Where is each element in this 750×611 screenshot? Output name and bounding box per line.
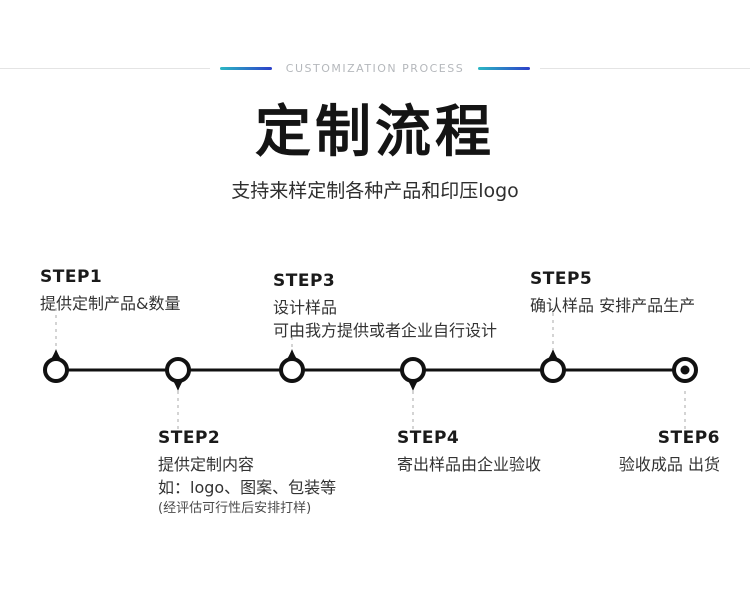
eyebrow-label: CUSTOMIZATION PROCESS xyxy=(285,62,465,75)
step-title: STEP2 xyxy=(158,428,221,448)
step-title: STEP5 xyxy=(530,269,593,289)
timeline-node-step6 xyxy=(672,357,698,383)
timeline-node-step2 xyxy=(165,357,191,391)
step-title: STEP4 xyxy=(397,428,460,448)
step-title: STEP1 xyxy=(40,267,103,287)
step-detail: 提供定制内容 xyxy=(158,455,255,474)
step-block-6: STEP6 验收成品 出货 xyxy=(619,429,720,476)
node-circle-icon xyxy=(43,357,69,383)
node-circle-icon xyxy=(400,357,426,383)
step-block-1: STEP1 提供定制产品&数量 xyxy=(40,268,180,315)
timeline-node-step3 xyxy=(279,349,305,383)
timeline-node-step1 xyxy=(43,349,69,383)
hairline-left xyxy=(0,68,211,69)
process-timeline xyxy=(43,308,698,432)
node-bullseye-dot-icon xyxy=(680,365,690,375)
timeline-node-step5 xyxy=(540,349,566,383)
step-detail: 可由我方提供或者企业自行设计 xyxy=(273,321,498,340)
node-circle-icon xyxy=(165,357,191,383)
step-block-5: STEP5 确认样品 安排产品生产 xyxy=(530,270,695,317)
hairline-right xyxy=(539,68,750,69)
step-detail: 寄出样品由企业验收 xyxy=(397,455,542,474)
gradient-bar-right xyxy=(478,67,530,70)
node-circle-icon xyxy=(540,357,566,383)
step-detail: 确认样品 安排产品生产 xyxy=(530,296,696,315)
eyebrow-header: CUSTOMIZATION PROCESS xyxy=(0,62,750,75)
step-block-4: STEP4 寄出样品由企业验收 xyxy=(397,429,541,476)
step-block-2: STEP2 提供定制内容 如：logo、图案、包装等 (经评估可行性后安排打样) xyxy=(158,429,336,519)
page-subtitle: 支持来样定制各种产品和印压logo xyxy=(231,180,519,202)
gradient-bar-left xyxy=(220,67,272,70)
timeline-node-step4 xyxy=(400,357,426,391)
node-circle-icon xyxy=(279,357,305,383)
step-title: STEP6 xyxy=(657,428,720,448)
step-detail: 提供定制产品&数量 xyxy=(40,294,181,313)
step-detail: 如：logo、图案、包装等 xyxy=(158,478,337,497)
step-block-3: STEP3 设计样品 可由我方提供或者企业自行设计 xyxy=(273,272,497,342)
page-title: 定制流程 xyxy=(255,99,495,165)
step-note: (经评估可行性后安排打样) xyxy=(158,501,312,516)
step-title: STEP3 xyxy=(273,271,336,291)
step-detail: 验收成品 出货 xyxy=(618,455,720,474)
step-detail: 设计样品 xyxy=(273,298,338,317)
